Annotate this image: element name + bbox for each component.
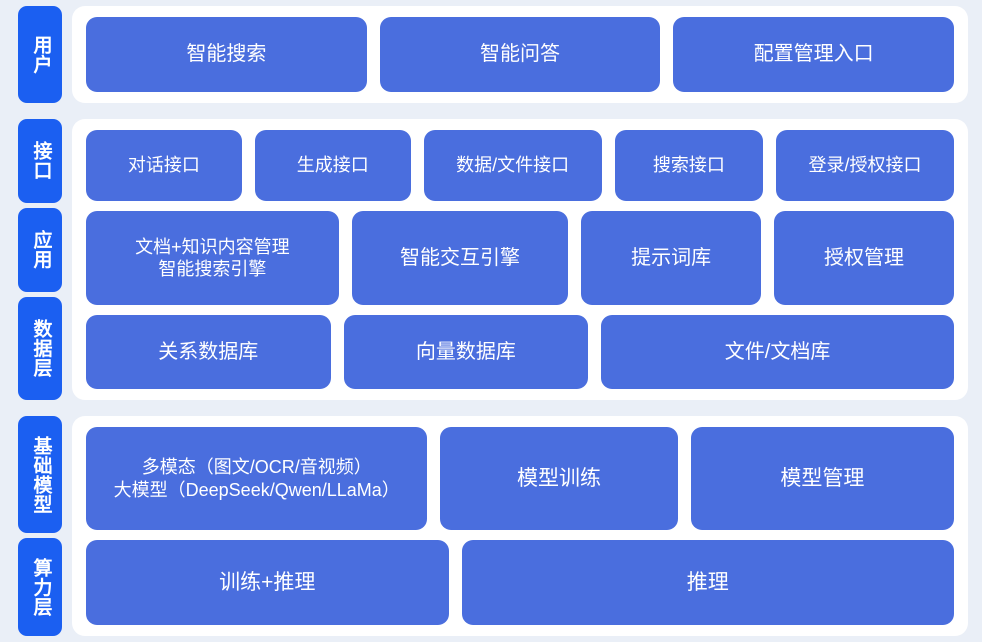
section-tab-compute-layer[interactable]: 算力层 [18,538,62,637]
tab-column-users: 用户 [0,6,72,104]
panel-users: 智能搜索 智能问答 配置管理入口 [72,6,968,104]
row-applications: 文档+知识内容管理 智能搜索引擎 智能交互引擎 提示词库 授权管理 [86,211,954,306]
box-multimodal-large-model[interactable]: 多模态（图文/OCR/音视频） 大模型（DeepSeek/Qwen/LLaMa） [86,427,428,531]
section-infrastructure: 基础模型 算力层 多模态（图文/OCR/音视频） 大模型（DeepSeek/Qw… [0,416,968,637]
box-training-and-inference[interactable]: 训练+推理 [86,540,449,626]
section-platform: 接口 应用 数据层 对话接口 生成接口 数据/文件接口 搜索接口 登录/授权接口… [0,119,968,401]
row-compute: 训练+推理 推理 [86,540,954,626]
section-tab-data-layer[interactable]: 数据层 [18,296,62,401]
box-generation-interface[interactable]: 生成接口 [254,130,411,202]
box-login-auth-interface[interactable]: 登录/授权接口 [776,130,955,202]
box-vector-database[interactable]: 向量数据库 [343,315,589,390]
row-interfaces: 对话接口 生成接口 数据/文件接口 搜索接口 登录/授权接口 [86,130,955,202]
tab-column-infrastructure: 基础模型 算力层 [0,416,72,637]
box-dialog-interface[interactable]: 对话接口 [86,130,242,202]
box-inference[interactable]: 推理 [461,540,954,626]
row-data-stores: 关系数据库 向量数据库 文件/文档库 [86,315,954,390]
box-file-document-store[interactable]: 文件/文档库 [601,315,954,390]
box-search-interface[interactable]: 搜索接口 [614,130,764,202]
section-tab-interface[interactable]: 接口 [18,119,62,203]
box-smart-qa[interactable]: 智能问答 [379,17,661,93]
section-tab-user[interactable]: 用户 [18,6,62,104]
box-relational-database[interactable]: 关系数据库 [86,315,331,390]
box-prompt-library[interactable]: 提示词库 [581,211,762,306]
box-data-file-interface[interactable]: 数据/文件接口 [423,130,602,202]
box-model-management[interactable]: 模型管理 [690,427,954,531]
box-document-knowledge-management[interactable]: 文档+知识内容管理 智能搜索引擎 [86,211,339,306]
box-smart-search[interactable]: 智能搜索 [86,17,367,93]
section-tab-foundation-model[interactable]: 基础模型 [18,416,62,534]
box-smart-interaction-engine[interactable]: 智能交互引擎 [351,211,569,306]
section-users: 用户 智能搜索 智能问答 配置管理入口 [0,6,968,104]
panel-platform: 对话接口 生成接口 数据/文件接口 搜索接口 登录/授权接口 文档+知识内容管理… [72,119,968,401]
section-tab-application[interactable]: 应用 [18,207,62,292]
panel-infrastructure: 多模态（图文/OCR/音视频） 大模型（DeepSeek/Qwen/LLaMa）… [72,416,968,636]
box-authorization-management[interactable]: 授权管理 [774,211,954,306]
box-config-management-entry[interactable]: 配置管理入口 [673,17,955,93]
row-user-entries: 智能搜索 智能问答 配置管理入口 [86,17,955,93]
tab-column-platform: 接口 应用 数据层 [0,119,72,401]
box-model-training[interactable]: 模型训练 [440,427,678,531]
row-models: 多模态（图文/OCR/音视频） 大模型（DeepSeek/Qwen/LLaMa）… [86,427,954,531]
